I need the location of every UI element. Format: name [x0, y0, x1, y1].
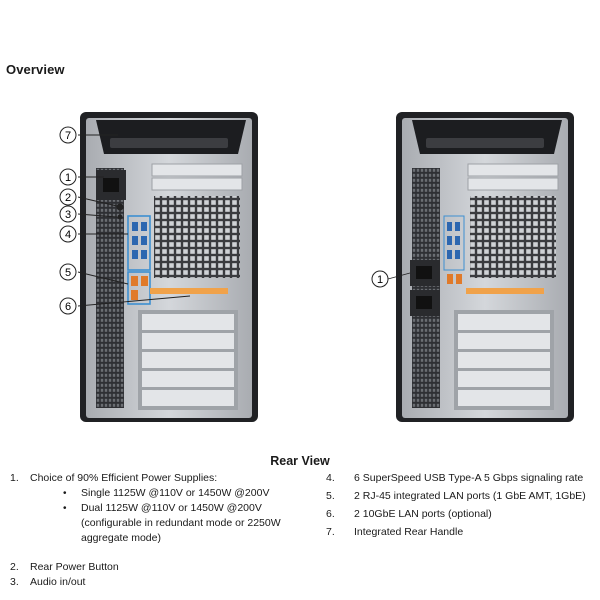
tower-right: [396, 112, 574, 422]
svg-text:6: 6: [65, 301, 71, 313]
svg-text:1: 1: [377, 274, 383, 286]
list-item: 5. 2 RJ-45 integrated LAN ports (1 GbE A…: [326, 490, 586, 502]
fan-grille: [154, 196, 240, 278]
bullet-icon: •: [63, 488, 67, 499]
section-heading: Overview: [6, 62, 65, 77]
rear-view-title: Rear View: [270, 454, 330, 468]
callout-4: 4: [59, 225, 77, 243]
usb-highlight: [127, 215, 151, 271]
callout-5: 5: [59, 263, 77, 281]
svg-text:7: 7: [65, 130, 71, 142]
workstation-rear-illustration: 7 1 2 3 4 5 6: [59, 112, 574, 422]
list-item: 4. 6 SuperSpeed USB Type-A 5 Gbps signal…: [326, 472, 584, 484]
callout-7: 7: [59, 126, 77, 144]
feature-list-right: 4. 6 SuperSpeed USB Type-A 5 Gbps signal…: [326, 471, 596, 543]
rear-view-figure: 7 1 2 3 4 5 6: [0, 108, 600, 430]
svg-text:3: 3: [65, 209, 71, 221]
bullet-item: • Single 1125W @110V or 1450W @200V: [63, 487, 270, 499]
list-item: 3. Audio in/out: [10, 576, 86, 588]
bullet-list: • Single 1125W @110V or 1450W @200V • Du…: [63, 486, 310, 546]
power-button-icon: [116, 203, 124, 211]
tower-left: [80, 112, 258, 422]
audio-jack-icon: [117, 214, 123, 220]
list-item: 2. Rear Power Button: [10, 561, 119, 573]
list-item: 7. Integrated Rear Handle: [326, 526, 464, 538]
svg-text:1: 1: [65, 172, 71, 184]
svg-text:2: 2: [65, 192, 71, 204]
rear-handle: [96, 120, 246, 154]
bullet-item: • Dual 1125W @110V or 1450W @200V (confi…: [63, 502, 281, 544]
list-item: 1. Choice of 90% Efficient Power Supplie…: [10, 472, 218, 484]
bullet-icon: •: [63, 503, 67, 514]
callout-2: 2: [59, 188, 77, 206]
svg-text:5: 5: [65, 267, 71, 279]
callout-1: 1: [59, 168, 77, 186]
list-item: 6. 2 10GbE LAN ports (optional): [326, 508, 492, 520]
rear-handle-right: [412, 120, 562, 154]
feature-list-left: 1. Choice of 90% Efficient Power Supplie…: [10, 471, 310, 590]
expansion-slots: [138, 310, 238, 410]
svg-text:4: 4: [65, 229, 71, 241]
callout-right-1: 1: [371, 270, 389, 288]
callout-6: 6: [59, 297, 77, 315]
callout-3: 3: [59, 205, 77, 223]
